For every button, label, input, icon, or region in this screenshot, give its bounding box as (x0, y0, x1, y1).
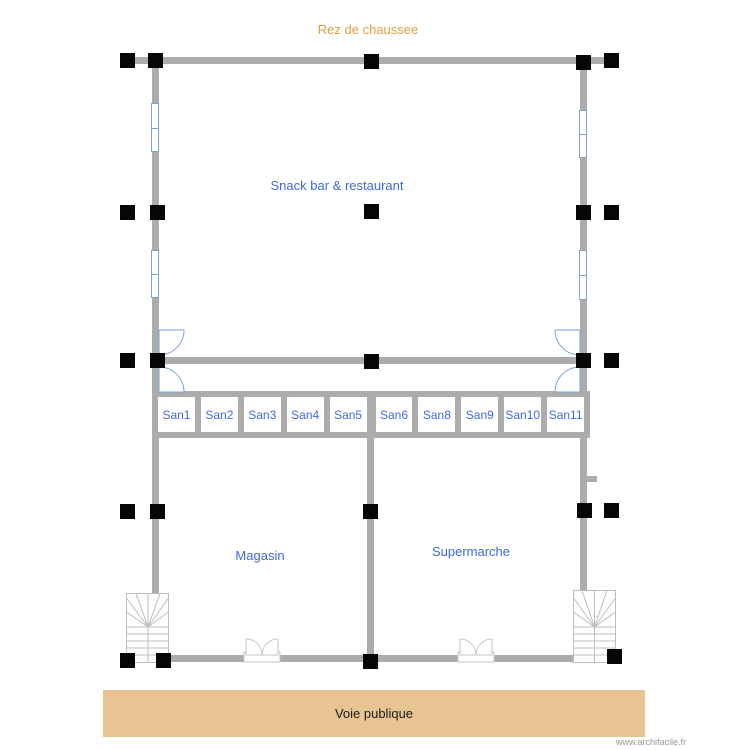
pillar (576, 205, 591, 220)
wall-right (580, 57, 587, 590)
room-cell-san5: San5 (329, 397, 367, 432)
room-cell-san10: San10 (504, 397, 542, 432)
pillar (576, 55, 591, 70)
window-left-lower (151, 250, 159, 298)
pillar (363, 654, 378, 669)
pillar (156, 653, 171, 668)
pillar (363, 504, 378, 519)
room-cell-san9: San9 (461, 397, 499, 432)
wall-central (367, 438, 374, 662)
window-right-upper (579, 110, 587, 158)
pillar (364, 204, 379, 219)
pillar (120, 653, 135, 668)
pillar (150, 205, 165, 220)
public-road-label: Voie publique (334, 706, 414, 721)
room-label-snack-bar: Snack bar & restaurant (270, 178, 404, 193)
door-left-lower-icon (158, 366, 185, 393)
pillar (150, 353, 165, 368)
pillar (120, 205, 135, 220)
door-left-upper-icon (158, 329, 185, 356)
public-road-zone: Voie publique (103, 690, 645, 737)
room-cell-san1: San1 (158, 397, 195, 432)
wall-stub-right (587, 476, 597, 482)
watermark: www.archifacile.fr (616, 737, 687, 747)
room-cell-san4: San4 (286, 397, 324, 432)
window-left-upper (151, 103, 159, 152)
wall-left (152, 57, 159, 594)
pillar (120, 53, 135, 68)
room-cell-san6: San6 (375, 397, 413, 432)
pillar (576, 353, 591, 368)
room-cell-san2: San2 (200, 397, 238, 432)
pillar (604, 205, 619, 220)
sanitary-block: San1 San2 San3 San4 San5 San6 San8 San9 … (152, 391, 590, 438)
room-cell-san11: San11 (547, 397, 585, 432)
pillar (148, 53, 163, 68)
room-cell-san3: San3 (243, 397, 281, 432)
pillar (577, 503, 592, 518)
window-right-lower (579, 250, 587, 300)
room-cell-san8: San8 (418, 397, 456, 432)
pillar (364, 54, 379, 69)
pillar (604, 53, 619, 68)
pillar (604, 353, 619, 368)
pillar (604, 503, 619, 518)
pillar (150, 504, 165, 519)
door-right-upper-icon (554, 329, 581, 356)
door-right-lower-icon (554, 366, 581, 393)
page-title: Rez de chaussee (317, 22, 419, 37)
pillar (120, 504, 135, 519)
room-label-magasin: Magasin (235, 548, 285, 563)
pillar (607, 649, 622, 664)
room-label-supermarche: Supermarche (431, 544, 511, 559)
pillar (364, 354, 379, 369)
pillar (120, 353, 135, 368)
